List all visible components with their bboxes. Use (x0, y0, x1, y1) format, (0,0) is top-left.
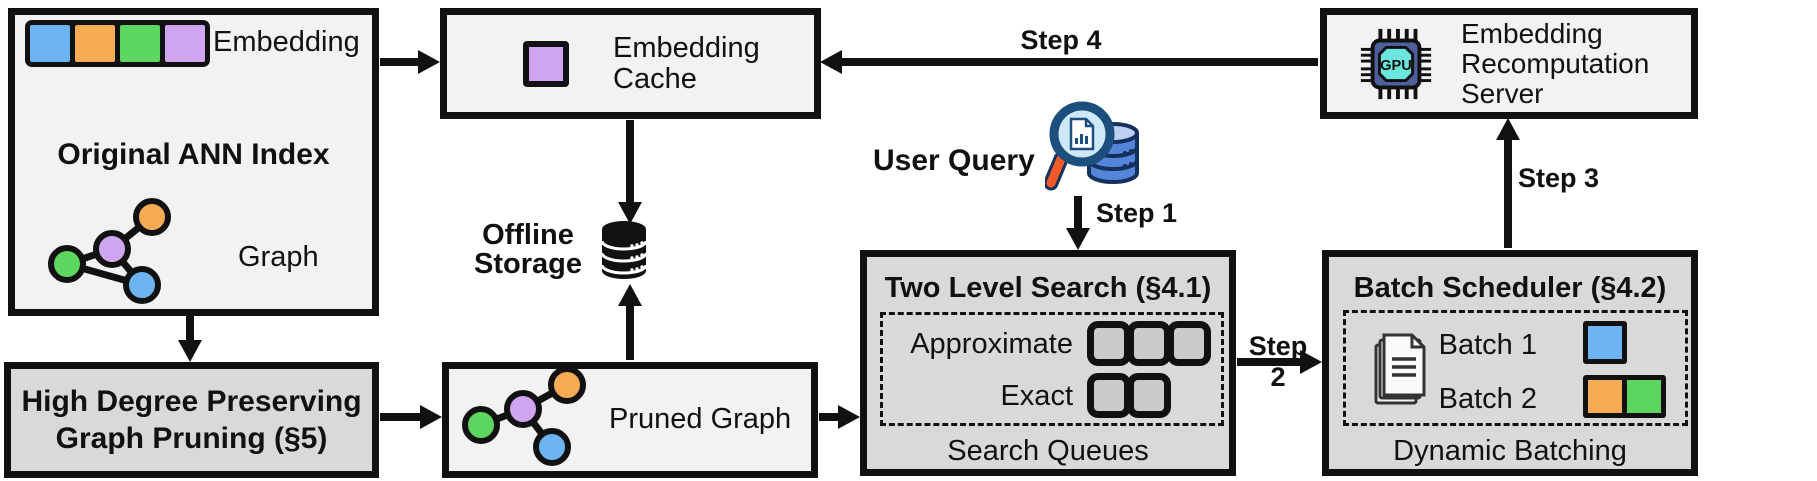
graph-label: Graph (238, 241, 319, 273)
queue-slot-icon (1167, 321, 1211, 366)
dynamic-batching-footer: Dynamic Batching (1393, 435, 1627, 467)
step4-label: Step 4 (1020, 25, 1102, 55)
batch2-label: Batch 2 (1438, 383, 1537, 415)
batch2-cell-green (1627, 380, 1661, 413)
server-label-line2: Recomputation (1461, 47, 1650, 79)
two-level-search-title: Two Level Search (§4.1) (884, 272, 1212, 304)
embedding-vector-icon (25, 20, 210, 67)
embedding-cell-green (120, 25, 160, 62)
batch1-label: Batch 1 (1438, 329, 1537, 361)
pruned-graph-label: Pruned Graph (609, 403, 792, 435)
batch2-cell-orange (1588, 380, 1622, 413)
query-search-icon (1044, 101, 1139, 191)
approximate-queue (1087, 321, 1211, 366)
server-label-line1: Embedding (1461, 17, 1603, 49)
pruned-graph-box: Pruned Graph (442, 362, 818, 478)
offline-storage-label-line2: Storage (474, 248, 582, 280)
recomputation-server-box: GPU Embedding Recomputation Server (1320, 8, 1698, 119)
graph-pruning-title-line1: High Degree Preserving (21, 385, 362, 418)
batch2-squares (1583, 375, 1666, 418)
embedding-cache-box: Embedding Cache (440, 8, 821, 119)
documents-icon (1374, 333, 1426, 405)
embedding-label: Embedding (213, 26, 360, 58)
user-query-group: User Query (873, 97, 1145, 201)
batch-scheduler-title: Batch Scheduler (§4.2) (1353, 272, 1667, 304)
exact-queue (1087, 373, 1171, 418)
graph-icon (48, 198, 171, 304)
user-query-label: User Query (873, 144, 1035, 177)
embedding-cache-label-line2: Cache (613, 62, 697, 95)
cached-embedding-icon (523, 40, 569, 87)
embedding-cell-orange (75, 25, 115, 62)
embedding-cell-purple (165, 25, 205, 62)
offline-storage-label-line1: Offline (482, 219, 574, 251)
step2-label: Step 2 (1248, 331, 1308, 392)
queue-slot-icon (1127, 373, 1171, 418)
graph-pruning-title-line2: Graph Pruning (§5) (55, 422, 328, 455)
pruned-graph-icon (462, 366, 586, 466)
batch1-squares (1583, 321, 1627, 364)
batch-scheduler-box: Batch Scheduler (§4.2) Batch 1 Batch 2 (1322, 250, 1698, 476)
search-queues-footer: Search Queues (947, 435, 1149, 467)
two-level-search-box: Two Level Search (§4.1) Approximate Exac… (860, 250, 1236, 476)
queue-slot-icon (1087, 373, 1131, 418)
server-label-line3: Server (1461, 77, 1544, 109)
approximate-label: Approximate (910, 328, 1073, 360)
exact-label: Exact (1000, 380, 1073, 412)
step3-label: Step 3 (1518, 163, 1600, 193)
step1-label: Step 1 (1096, 198, 1178, 228)
offline-storage-group: Offline Storage (474, 219, 650, 281)
dynamic-batching-panel: Batch 1 Batch 2 (1343, 310, 1688, 426)
database-icon (600, 221, 648, 279)
gpu-chip-label: GPU (1380, 57, 1412, 73)
embedding-cell-blue (30, 25, 70, 62)
batch1-cell-blue (1588, 326, 1622, 359)
search-queues-panel: Approximate Exact (880, 312, 1224, 426)
gpu-chip-icon: GPU (1360, 28, 1432, 99)
graph-pruning-box: High Degree Preserving Graph Pruning (§5… (4, 362, 379, 478)
queue-slot-icon (1127, 321, 1171, 366)
queue-slot-icon (1087, 321, 1131, 366)
original-ann-index-box: Embedding Original ANN Index Graph (8, 8, 379, 316)
original-ann-index-title: Original ANN Index (57, 138, 330, 171)
embedding-cache-label-line1: Embedding (613, 31, 760, 64)
